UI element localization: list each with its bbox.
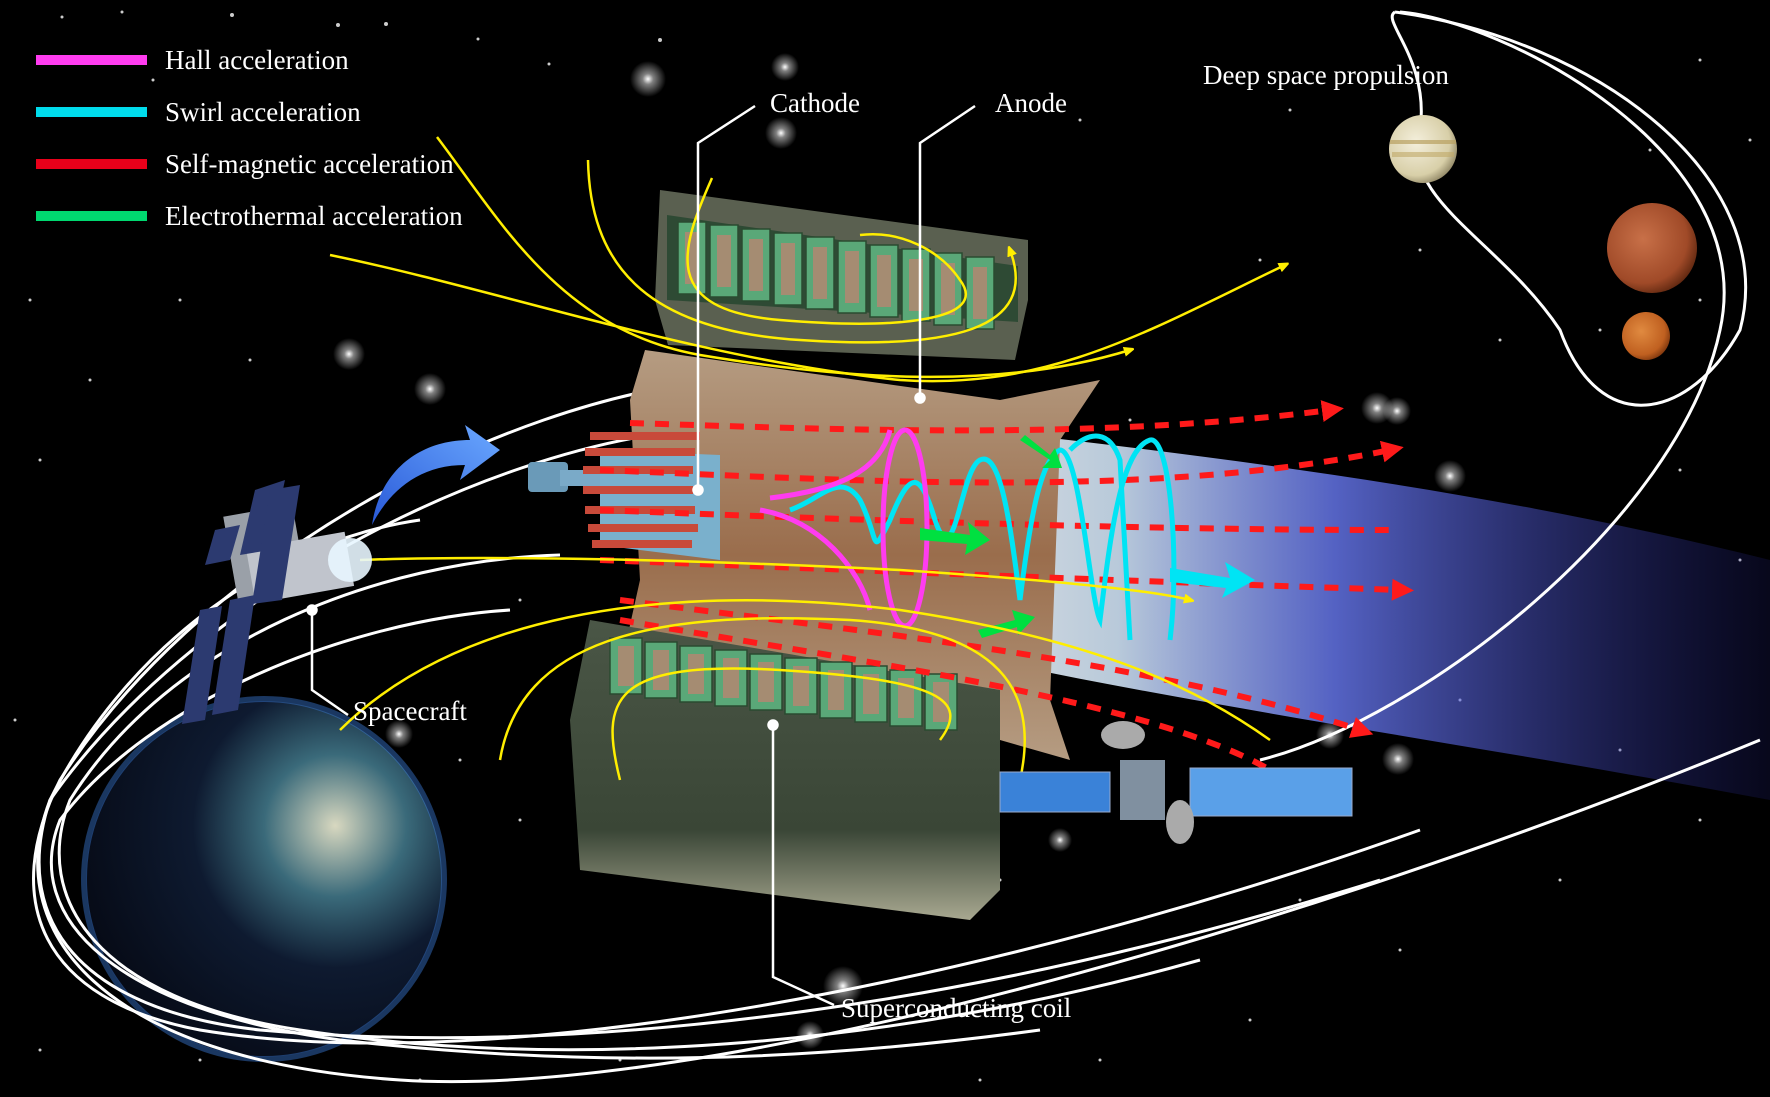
superconducting-coil-label: Superconducting coil [841,993,1072,1023]
magnetic-field-lines [329,136,1285,780]
legend-label: Hall acceleration [165,44,349,75]
swirl-arrow [1170,562,1255,598]
cyan-line-icon [36,107,147,117]
spacecraft-graphic [182,480,372,724]
cathode-label: Cathode [770,88,860,118]
jupiter [1389,115,1457,183]
legend-item-hall: Hall acceleration [36,34,463,86]
upper-coil-housing [655,190,1028,360]
venus [1622,312,1670,360]
stars [13,10,1752,1082]
cathode-assembly [528,432,720,560]
mars [1607,203,1697,293]
spacecraft-label: Spacecraft [353,696,467,726]
legend-item-electrothermal: Electrothermal acceleration [36,190,463,242]
electrothermal-flow [920,435,1062,638]
direction-arrow [372,425,500,525]
legend-item-self-magnetic: Self-magnetic acceleration [36,138,463,190]
magenta-line-icon [36,55,147,65]
red-line-icon [36,159,147,169]
leader-dots [306,392,926,731]
legend-label: Self-magnetic acceleration [165,148,454,179]
anode-label: Anode [995,88,1067,118]
legend-label: Swirl acceleration [165,96,361,127]
legend-label: Electrothermal acceleration [165,200,463,231]
legend: Hall acceleration Swirl acceleration Sel… [36,34,463,242]
deep-space-label: Deep space propulsion [1203,60,1449,90]
bright-stars [328,53,1466,1049]
green-line-icon [36,211,147,221]
lower-coil-housing [570,620,1000,920]
leader-lines [310,104,976,1007]
satellite-graphic [999,721,1353,844]
legend-item-swirl: Swirl acceleration [36,86,463,138]
earth [81,696,447,1062]
